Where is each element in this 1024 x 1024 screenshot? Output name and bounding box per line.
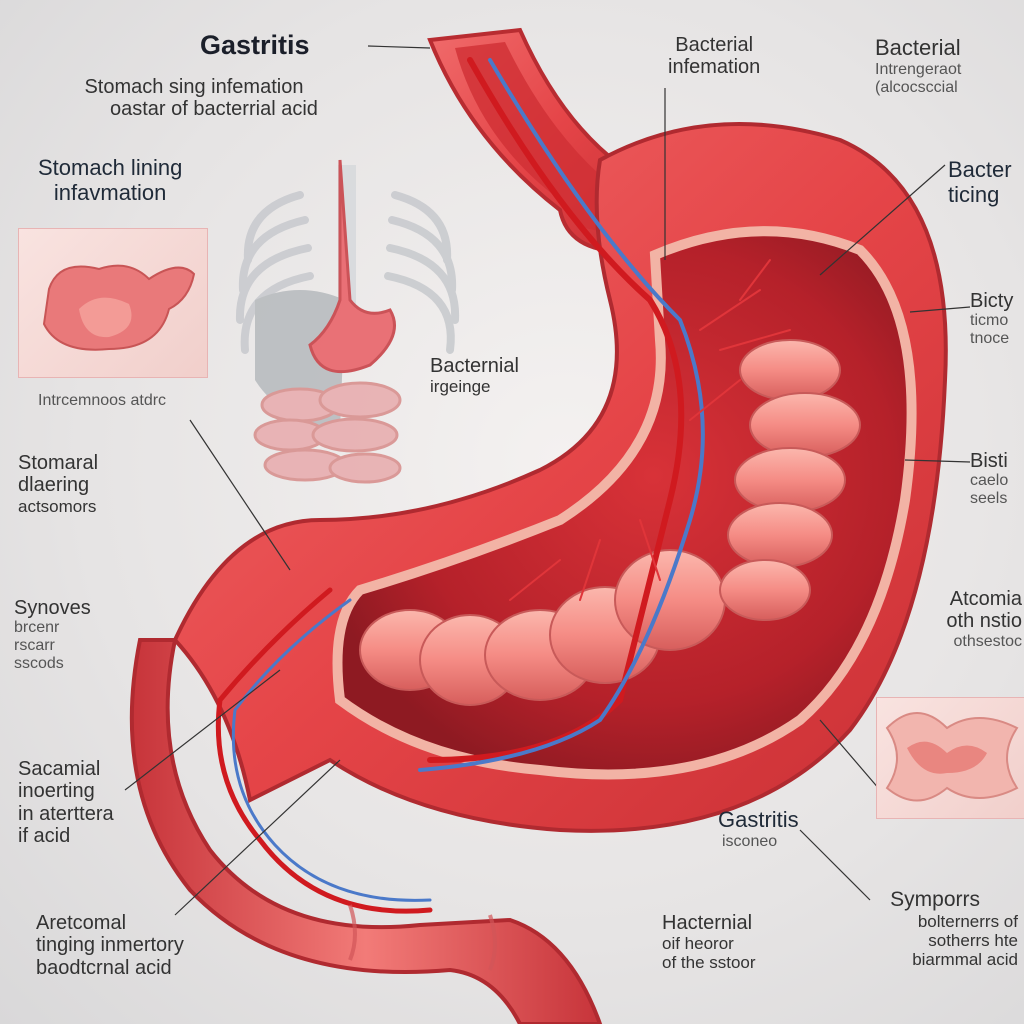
torso-diagram: [235, 159, 460, 484]
label-bacter-ticing: Bacter ticing: [948, 157, 1012, 207]
rugae-folds: [359, 339, 861, 706]
label-aretcomal: Aretcomal tinging inmertory baodtcrnal a…: [36, 912, 184, 979]
diagram-title: Gastritis: [200, 30, 310, 60]
label-inset-caption: Intrcemnoos atdrc: [38, 392, 167, 409]
label-sacamial: Sacamial inoerting in aterttera if acid: [18, 758, 114, 848]
label-stomach-lining: Stomach lining infavmation: [38, 155, 183, 205]
label-synoves: Synoves brcenr rscarr sscods: [14, 597, 91, 673]
label-bacternial-ingeinge: Bacternial irgeinge: [430, 355, 519, 397]
inflamed-stomach-image: [42, 264, 196, 351]
label-atcomia: Atcomia oth nstio othsestoc: [946, 588, 1022, 650]
blood-vessels: [215, 57, 791, 914]
label-symporrs: Symporrs bolternerrs of sotherrs hte bia…: [890, 888, 1018, 969]
label-bisti: Bisti caelo seels: [970, 450, 1009, 508]
leader-lines: [124, 45, 971, 916]
label-bacterial-interngeraot: Bacterial Intrengeraot (alcocsccial: [875, 35, 962, 96]
duodenum: [129, 638, 603, 1024]
label-top-left-subtitle: Stomach sing infemation oastar of bacter…: [84, 76, 318, 121]
label-stomaral: Stomaral dlaering actsomors: [18, 452, 99, 516]
label-bacterial-infemation: Bacterial infemation: [668, 34, 761, 79]
mucosa-closeup-inset: [876, 697, 1024, 819]
label-hacternial: Hacternial oif heoror of the sstoor: [662, 912, 756, 973]
inflamed-stomach-inset: [18, 228, 208, 378]
label-gastritis-mid: Gastritis isconeo: [718, 807, 799, 850]
mucosa-closeup-image: [885, 712, 1019, 802]
label-bicty: Bicty ticmo tnoce: [970, 290, 1014, 348]
